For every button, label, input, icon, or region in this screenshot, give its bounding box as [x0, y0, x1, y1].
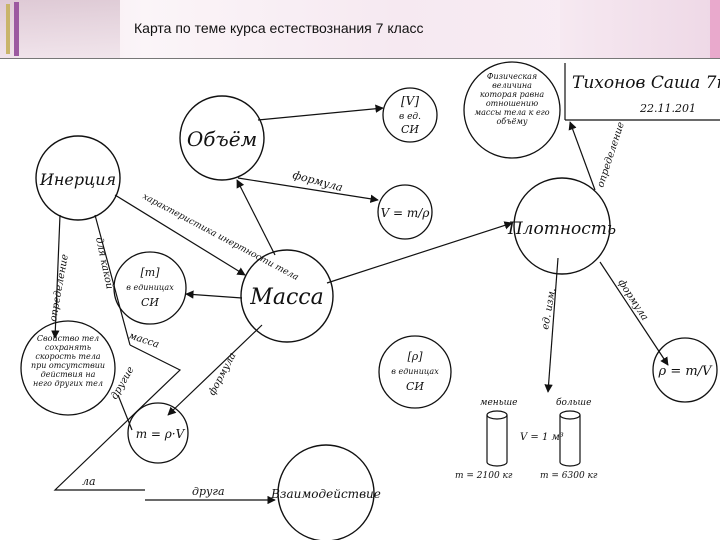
edge-volume-formula [237, 177, 379, 203]
node-inertia-label: Инерция [39, 170, 116, 189]
node-mass-label: Масса [249, 285, 323, 310]
edge-density-units [544, 257, 559, 393]
label-formula-mass: формула [207, 351, 239, 397]
note-volume-formula: V = m/ρ [377, 184, 433, 240]
note-density-units-line3: СИ [406, 380, 424, 393]
note-density-units-circle [378, 335, 452, 409]
cylinder-left-mass: m = 2100 кг [455, 471, 513, 481]
note-inertia-definition-box: Свойство тел сохранять скорость тела при… [30, 334, 106, 388]
edges [51, 104, 669, 505]
note-mass-formula-circle [127, 402, 189, 464]
cylinder-right-top [559, 410, 581, 420]
note-mass-units-circle [113, 251, 187, 325]
label-characteristic: характеристика инертности тела [141, 192, 300, 283]
note-volume-units-line1: [V] [401, 94, 419, 108]
edge-mass-formula [167, 324, 263, 416]
node-density-circle [513, 177, 611, 275]
node-inertia-circle [35, 135, 121, 221]
author-date: 22.11.201 [639, 102, 696, 115]
edge-tick [117, 394, 133, 431]
note-density-units-line2: в единицах [391, 367, 439, 376]
author-signature: Тихонов Саша 7к 22.11.201 [564, 63, 720, 121]
banner-gold-bar [6, 4, 10, 54]
node-volume: Объём [179, 95, 265, 181]
cylinder-left-label: меньше [480, 398, 517, 408]
edge-inertia-mass [114, 194, 246, 276]
author-name: Тихонов Саша 7к [572, 73, 720, 93]
note-volume-units: [V] в ед. СИ [382, 87, 438, 143]
label-la: ла [82, 475, 96, 488]
banner-purple-bar [14, 2, 19, 56]
banner-pink-strip [710, 0, 720, 58]
cylinder-right-mass: m = 6300 кг [540, 471, 598, 481]
edge-density-definition [568, 121, 596, 191]
note-mass-formula: m = ρ·V [127, 402, 189, 464]
concept-map: Тихонов Саша 7к 22.11.201 [20, 61, 720, 540]
edge-density-formula [599, 261, 669, 366]
edge-zigzag [53, 344, 182, 491]
label-other: другие [109, 365, 137, 402]
note-volume-units-circle [382, 87, 438, 143]
note-density-definition: Физическая величина которая равна отноше… [463, 61, 561, 159]
note-volume-units-line3: СИ [401, 123, 419, 136]
note-inertia-definition-circle [20, 320, 116, 416]
banner-decor-left [0, 0, 120, 58]
cylinder-right-label: больше [556, 397, 591, 408]
cylinder-left-top [486, 410, 508, 420]
note-mass-units: [m] в единицах СИ [113, 251, 187, 325]
label-for-example: для какой [93, 236, 115, 290]
node-density-label: Плотность [507, 219, 616, 239]
label-units-density: ед. изм. [540, 287, 558, 330]
note-inertia-definition-text: Свойство тел сохранять скорость тела при… [30, 334, 106, 388]
note-volume-formula-circle [377, 184, 433, 240]
note-volume-formula-text: V = m/ρ [381, 206, 430, 220]
node-interaction-label: Взаимодействие [270, 487, 381, 501]
edge-inertia-definition [51, 214, 61, 339]
edge-mass-units [185, 290, 243, 299]
note-inertia-definition: Свойство тел сохранять скорость тела при… [20, 320, 116, 416]
node-interaction-circle [277, 444, 375, 540]
note-density-formula: ρ = m/V [652, 337, 718, 403]
note-mass-units-line1: [m] [140, 266, 160, 279]
label-definition-density: определение [595, 121, 627, 189]
note-volume-units-line2: в ед. [399, 112, 421, 122]
header-banner: Карта по теме курса естествознания 7 кла… [0, 0, 720, 58]
note-density-definition-text: Физическая величина которая равна отноше… [474, 72, 550, 126]
note-mass-units-line3: СИ [141, 296, 159, 309]
edge-volume-units [257, 104, 384, 121]
node-interaction: Взаимодействие [270, 444, 381, 540]
note-density-units-line1: [ρ] [407, 350, 423, 363]
note-density-definition-box: Физическая величина которая равна отноше… [474, 72, 550, 126]
cylinder-right-bottom [559, 461, 581, 467]
label-definition-inertia: определение [48, 253, 71, 322]
cylinder-volume-label: V = 1 м³ [520, 432, 564, 443]
node-mass: Масса [240, 249, 334, 343]
note-density-formula-text: ρ = m/V [658, 364, 714, 379]
note-density-units: [ρ] в единицах СИ [378, 335, 452, 409]
note-mass-formula-text: m = ρ·V [136, 427, 186, 441]
cylinder-left-bottom [486, 461, 508, 467]
edge-inertia-link [94, 214, 131, 346]
edge-mass-volume [236, 179, 276, 256]
note-mass-units-line2: в единицах [126, 283, 174, 292]
node-mass-circle [240, 249, 334, 343]
note-density-formula-circle [652, 337, 718, 403]
node-density: Плотность [507, 177, 616, 275]
node-volume-label: Объём [187, 127, 257, 151]
edge-mass-density [326, 221, 513, 284]
node-volume-circle [179, 95, 265, 181]
node-inertia: Инерция [35, 135, 121, 221]
page-title: Карта по теме курса естествознания 7 кла… [134, 20, 424, 36]
cylinders-illustration [486, 410, 581, 467]
label-formula-density: формула [615, 278, 650, 323]
label-friend: друга [192, 485, 225, 498]
header-divider [0, 58, 720, 59]
banner-decor-right [560, 0, 720, 58]
label-mass-link: масса [127, 330, 160, 350]
note-density-definition-circle [463, 61, 561, 159]
